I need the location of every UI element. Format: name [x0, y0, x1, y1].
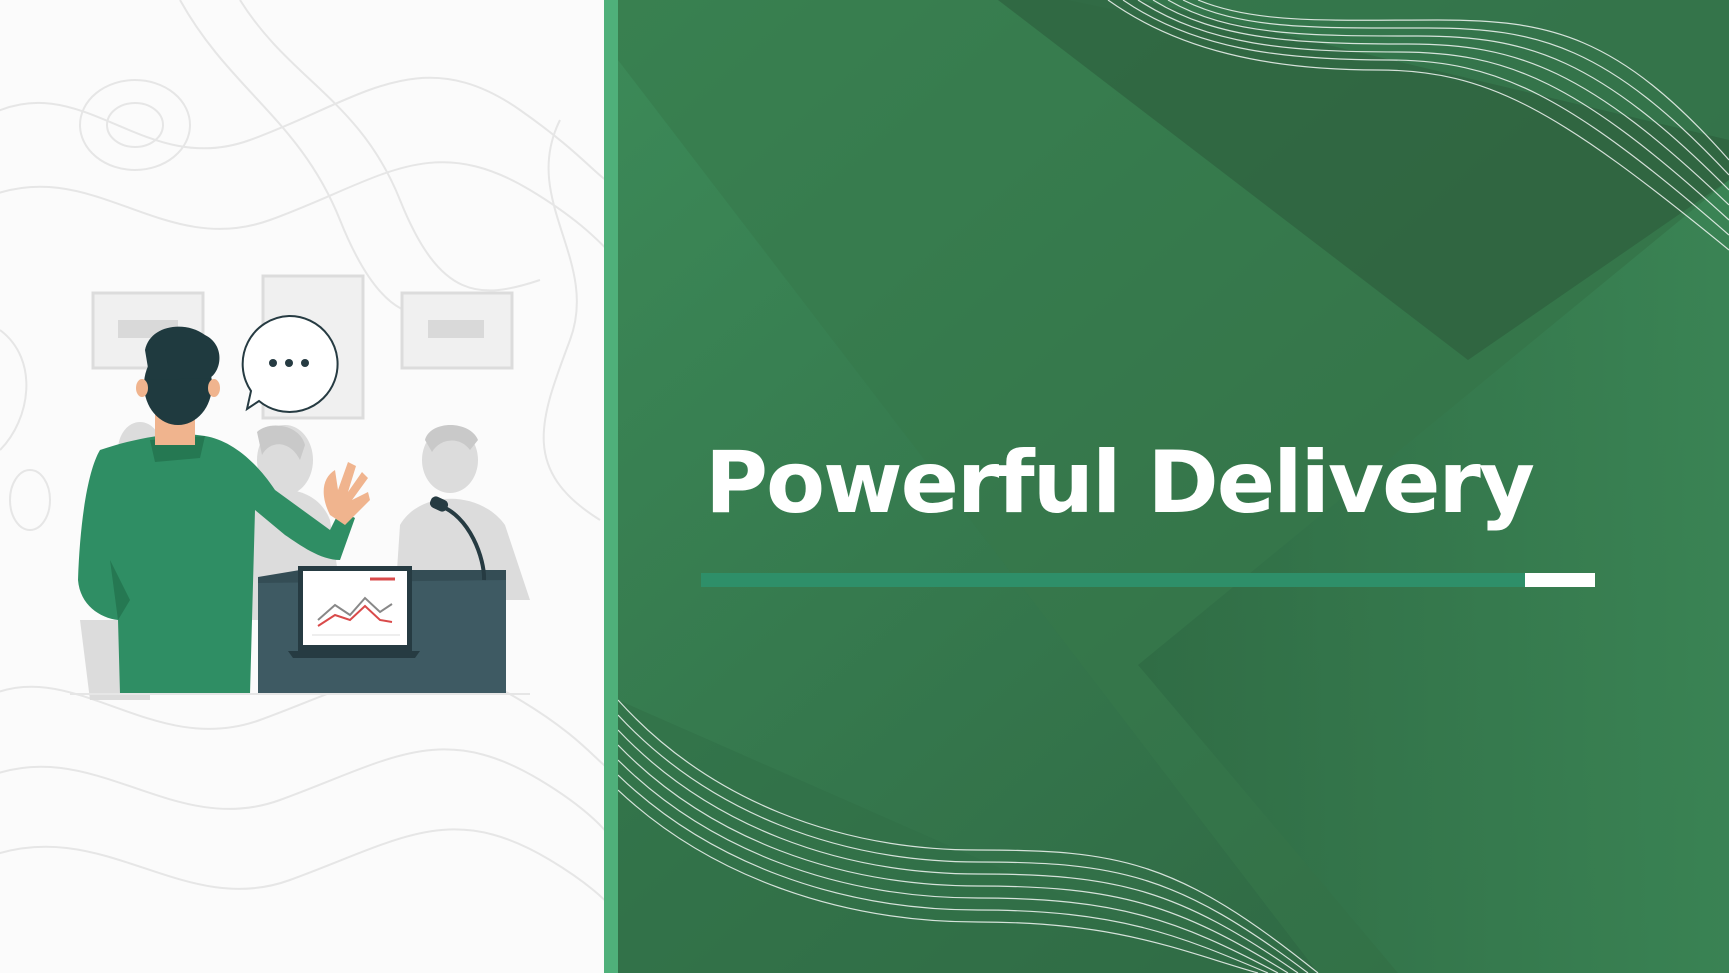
speech-bubble-icon: [241, 314, 339, 413]
illustration-panel: [0, 0, 604, 973]
topographic-background: [0, 0, 604, 901]
microphone-icon: [429, 496, 487, 581]
laptop-chart-icon: [288, 566, 420, 658]
title-underline-accent: [1525, 573, 1595, 587]
title-panel: Powerful Delivery: [618, 0, 1729, 973]
slide-title: Powerful Delivery: [705, 433, 1535, 533]
title-underline: [701, 573, 1527, 587]
accent-stripe: [604, 0, 618, 973]
presenter-figure: [78, 326, 370, 694]
